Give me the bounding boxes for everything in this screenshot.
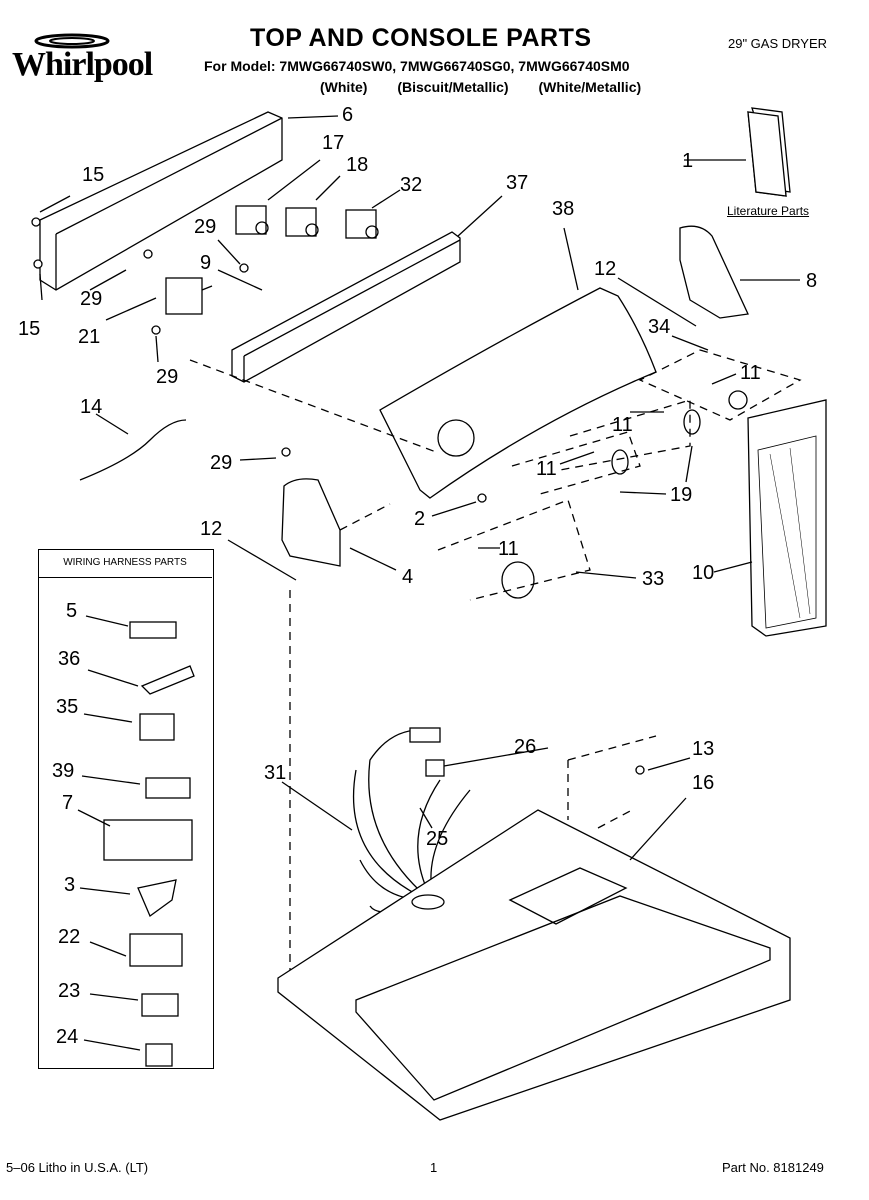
page-title: TOP AND CONSOLE PARTS	[250, 24, 592, 52]
callout-11: 11	[536, 458, 557, 480]
callout-21: 21	[78, 326, 101, 348]
callout-18: 18	[346, 154, 369, 176]
callout-5: 5	[66, 600, 78, 622]
console-endcap	[281, 478, 341, 567]
dryer-top-panel	[277, 809, 791, 1121]
wiring-harness-title: WIRING HARNESS PARTS	[38, 549, 212, 578]
callout-17: 17	[322, 132, 345, 154]
color-variants: (White) (Biscuit/Metallic) (White/Metall…	[320, 79, 665, 95]
callout-10: 10	[692, 562, 715, 584]
callout-19: 19	[670, 484, 693, 506]
callout-1: 1	[682, 150, 694, 172]
callout-29: 29	[210, 452, 233, 474]
lint-screen	[747, 399, 827, 637]
callout-14: 14	[80, 396, 103, 418]
callout-25: 25	[426, 828, 449, 850]
callout-23: 23	[58, 980, 81, 1002]
footer-part-number: Part No. 8181249	[722, 1160, 824, 1175]
mounting-bracket	[679, 225, 749, 319]
console-panel	[379, 287, 657, 499]
screws	[31, 217, 645, 775]
callout-13: 13	[692, 738, 715, 760]
callout-12: 12	[200, 518, 223, 540]
product-type: 29" GAS DRYER	[728, 36, 828, 51]
callout-15: 15	[18, 318, 41, 340]
callout-11: 11	[498, 538, 519, 560]
rotary-switches	[235, 205, 379, 239]
callout-16: 16	[692, 772, 715, 794]
callout-2: 2	[414, 508, 426, 530]
variant-label: (White/Metallic)	[538, 79, 642, 95]
callout-39: 39	[52, 760, 75, 782]
ground-wire	[79, 419, 187, 481]
callout-11: 11	[612, 414, 633, 436]
model-list: For Model: 7MWG66740SW0, 7MWG66740SG0, 7…	[204, 58, 630, 74]
callout-6: 6	[342, 104, 354, 126]
callout-35: 35	[56, 696, 79, 718]
callout-3: 3	[64, 874, 76, 896]
callout-9: 9	[200, 252, 212, 274]
callout-29: 29	[194, 216, 217, 238]
callout-33: 33	[642, 568, 665, 590]
variant-label: (Biscuit/Metallic)	[397, 79, 509, 95]
rear-console-panel	[39, 111, 283, 291]
callout-leaders	[39, 115, 800, 1051]
literature-booklet	[747, 107, 791, 197]
callout-29: 29	[156, 366, 179, 388]
callout-11: 11	[740, 362, 761, 384]
callout-31: 31	[264, 762, 287, 784]
callout-4: 4	[402, 566, 414, 588]
brand-wordmark: Whirlpool	[12, 46, 153, 83]
logo-swirl-icon	[34, 33, 110, 49]
literature-parts-label: Literature Parts	[727, 204, 810, 218]
variant-label: (White)	[320, 79, 368, 95]
timer	[165, 277, 213, 315]
callout-15: 15	[82, 164, 105, 186]
callout-24: 24	[56, 1026, 79, 1048]
footer-page-number: 1	[430, 1160, 438, 1175]
knobs	[501, 390, 748, 599]
callout-34: 34	[648, 316, 671, 338]
callout-29: 29	[80, 288, 103, 310]
harness-connectors	[103, 621, 195, 1067]
wiring-harness-panel	[38, 549, 214, 1069]
callout-32: 32	[400, 174, 423, 196]
callout-8: 8	[806, 270, 818, 292]
assembly-guide-lines	[189, 349, 802, 980]
callout-37: 37	[506, 172, 529, 194]
footer-litho: 5–06 Litho in U.S.A. (LT)	[6, 1160, 149, 1175]
control-bracket	[231, 231, 461, 383]
callout-26: 26	[514, 736, 537, 758]
callout-38: 38	[552, 198, 575, 220]
callout-22: 22	[58, 926, 81, 948]
callout-7: 7	[62, 792, 74, 814]
callout-12: 12	[594, 258, 617, 280]
callout-36: 36	[58, 648, 81, 670]
whirlpool-logo: Whirlpool	[12, 28, 182, 88]
